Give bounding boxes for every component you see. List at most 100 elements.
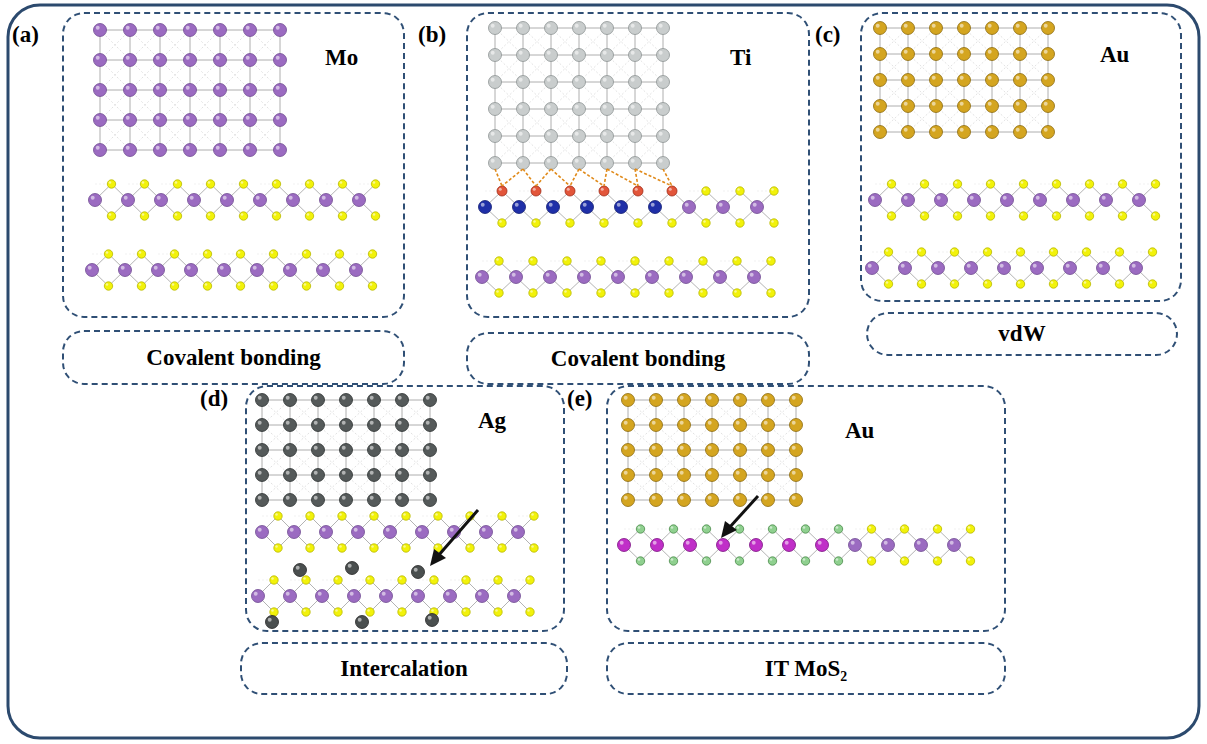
- sulfur-atom: [402, 512, 410, 520]
- atom-highlight: [515, 203, 519, 207]
- sulfur-atom: [563, 257, 571, 265]
- atom-highlight: [889, 213, 892, 216]
- atom-highlight: [617, 203, 621, 207]
- atom-highlight: [304, 283, 307, 286]
- metal-atom: [517, 157, 530, 170]
- metal-atom: [284, 394, 297, 407]
- atom-highlight: [1150, 249, 1153, 252]
- metal-atom: [94, 114, 107, 127]
- atom-highlight: [514, 528, 518, 532]
- sulfur-atom: [498, 544, 506, 552]
- atom-highlight: [126, 56, 130, 60]
- atom-highlight: [922, 181, 925, 184]
- molybdenum-atom: [86, 264, 99, 277]
- atom-highlight: [736, 396, 740, 400]
- sulfur-atom: [735, 557, 743, 565]
- molybdenum-atom: [1130, 262, 1143, 275]
- atom-highlight: [156, 116, 160, 120]
- material-label: Ag: [478, 408, 506, 433]
- atom-highlight: [399, 609, 402, 612]
- molybdenum-atom: [544, 271, 557, 284]
- metal-atom: [629, 76, 642, 89]
- atom-highlight: [631, 78, 635, 82]
- atom-highlight: [651, 203, 655, 207]
- atom-highlight: [371, 513, 374, 516]
- atom-highlight: [238, 283, 241, 286]
- sulfur-atom: [1118, 212, 1126, 220]
- atom-highlight: [186, 56, 190, 60]
- atom-highlight: [601, 188, 604, 191]
- atom-highlight: [1054, 181, 1057, 184]
- molybdenum-atom: [866, 262, 879, 275]
- atom-highlight: [314, 496, 318, 500]
- molybdenum-atom: [122, 194, 135, 207]
- atom-highlight: [1016, 50, 1020, 54]
- sulfur-atom: [305, 212, 313, 220]
- molybdenum-atom: [513, 201, 526, 214]
- atom-highlight: [289, 196, 293, 200]
- metal-atom: [622, 494, 635, 507]
- metal-atom: [650, 444, 663, 457]
- atom-highlight: [960, 128, 964, 132]
- atom-highlight: [403, 513, 406, 516]
- bond-line: [579, 169, 604, 186]
- atom-highlight: [902, 526, 905, 529]
- metal-atom: [734, 494, 747, 507]
- atom-highlight: [1153, 213, 1156, 216]
- metal-atom: [396, 419, 409, 432]
- metal-atom: [790, 419, 803, 432]
- metal-atom: [874, 126, 887, 139]
- atom-highlight: [904, 102, 908, 106]
- atom-highlight: [496, 258, 499, 261]
- atom-highlight: [496, 290, 499, 293]
- outer-frame: [8, 5, 1199, 738]
- metal-atom: [622, 444, 635, 457]
- atom-highlight: [223, 196, 227, 200]
- atom-highlight: [901, 264, 905, 268]
- atom-highlight: [275, 513, 278, 516]
- sulfur-atom: [338, 544, 346, 552]
- atom-highlight: [467, 545, 470, 548]
- molybdenum-atom: [1064, 262, 1077, 275]
- atom-highlight: [764, 396, 768, 400]
- atom-highlight: [190, 196, 194, 200]
- sulfur-atom: [1115, 248, 1123, 256]
- sulfur-atom: [371, 212, 379, 220]
- molybdenum-atom: [384, 526, 397, 539]
- metal-atom: [94, 144, 107, 157]
- atom-highlight: [205, 283, 208, 286]
- metal-atom: [489, 103, 502, 116]
- metal-atom: [284, 494, 297, 507]
- atom-highlight: [603, 105, 607, 109]
- atom-highlight: [967, 264, 971, 268]
- atom-highlight: [708, 471, 712, 475]
- metal-atom: [256, 494, 269, 507]
- atom-highlight: [988, 181, 991, 184]
- atom-highlight: [186, 116, 190, 120]
- atom-highlight: [1021, 181, 1024, 184]
- metal-atom: [874, 48, 887, 61]
- atom-highlight: [652, 446, 656, 450]
- atom-highlight: [342, 421, 346, 425]
- metal-atom: [762, 494, 775, 507]
- atom-highlight: [512, 273, 516, 277]
- metal-atom: [396, 469, 409, 482]
- molybdenum-atom: [748, 271, 761, 284]
- metal-atom: [930, 100, 943, 113]
- metal-atom: [517, 130, 530, 143]
- atom-highlight: [109, 213, 112, 216]
- atom-highlight: [382, 592, 386, 596]
- pointer-arrowhead: [430, 549, 446, 566]
- atom-highlight: [708, 496, 712, 500]
- metal-atom: [706, 394, 719, 407]
- sulfur-atom: [950, 280, 958, 288]
- atom-highlight: [603, 132, 607, 136]
- molybdenum-atom: [948, 539, 961, 552]
- metal-atom: [489, 157, 502, 170]
- atom-highlight: [598, 290, 601, 293]
- sulfur-atom: [702, 557, 710, 565]
- sulfur-atom: [917, 280, 925, 288]
- atom-highlight: [246, 86, 250, 90]
- metal-atom: [545, 103, 558, 116]
- molybdenum-atom: [968, 194, 981, 207]
